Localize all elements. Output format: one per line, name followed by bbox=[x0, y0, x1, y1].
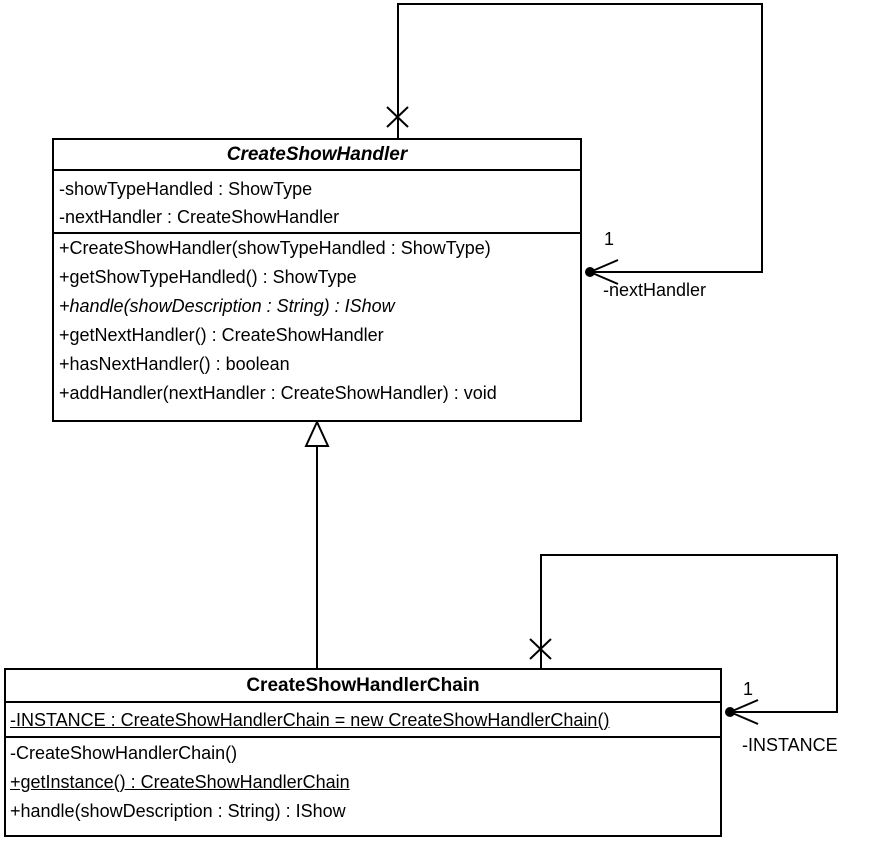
chain-role-label: -INSTANCE bbox=[742, 735, 838, 755]
class-create-show-handler[interactable]: CreateShowHandler -showTypeHandled : Sho… bbox=[52, 138, 582, 422]
abstract-operation-row: +handle(showDescription : String) : ISho… bbox=[59, 296, 395, 316]
attribute-row: -showTypeHandled : ShowType bbox=[59, 179, 313, 199]
handler-nonnavigable-cross-2 bbox=[386, 106, 409, 128]
generalization bbox=[304, 419, 330, 668]
handler-self-association-line bbox=[397, 3, 763, 273]
handler-role-label: -nextHandler bbox=[603, 280, 707, 300]
attribute-row: -nextHandler : CreateShowHandler bbox=[59, 207, 340, 227]
chain-arrowhead-upper bbox=[729, 699, 759, 713]
operations-compartment: -CreateShowHandlerChain() +getInstance()… bbox=[6, 736, 720, 826]
static-attribute-row: -INSTANCE : CreateShowHandlerChain = new… bbox=[10, 710, 610, 730]
generalization-triangle bbox=[304, 419, 330, 447]
chain-nonnavigable-cross-2 bbox=[529, 638, 552, 660]
operation-row: +handle(showDescription : String) : ISho… bbox=[10, 801, 346, 821]
class-name: CreateShowHandlerChain bbox=[246, 675, 480, 696]
attributes-compartment: -INSTANCE : CreateShowHandlerChain = new… bbox=[6, 701, 720, 736]
operation-row: +CreateShowHandler(showTypeHandled : Sho… bbox=[59, 238, 491, 258]
chain-self-association-line bbox=[540, 554, 838, 713]
operations-compartment: +CreateShowHandler(showTypeHandled : Sho… bbox=[54, 232, 580, 408]
operation-row: +getNextHandler() : CreateShowHandler bbox=[59, 325, 384, 345]
chain-multiplicity: 1 bbox=[743, 679, 754, 699]
static-operation-row: +getInstance() : CreateShowHandlerChain bbox=[10, 772, 350, 792]
chain-ownership-dot bbox=[725, 707, 735, 717]
attributes-compartment: -showTypeHandled : ShowType -nextHandler… bbox=[54, 169, 580, 232]
handler-arrowhead-upper bbox=[589, 259, 619, 273]
chain-arrowhead-lower bbox=[729, 711, 759, 725]
operation-row: +getShowTypeHandled() : ShowType bbox=[59, 267, 357, 287]
handler-arrowhead-lower bbox=[589, 271, 619, 285]
class-name: CreateShowHandler bbox=[226, 144, 408, 165]
class-create-show-handler-chain[interactable]: CreateShowHandlerChain -INSTANCE : Creat… bbox=[4, 668, 722, 837]
handler-ownership-dot bbox=[585, 267, 595, 277]
chain-self-association bbox=[529, 554, 838, 725]
operation-row: -CreateShowHandlerChain() bbox=[10, 743, 238, 763]
operation-row: +hasNextHandler() : boolean bbox=[59, 354, 290, 374]
operation-row: +addHandler(nextHandler : CreateShowHand… bbox=[59, 383, 497, 403]
handler-multiplicity: 1 bbox=[604, 229, 615, 249]
handler-self-association bbox=[386, 3, 763, 285]
